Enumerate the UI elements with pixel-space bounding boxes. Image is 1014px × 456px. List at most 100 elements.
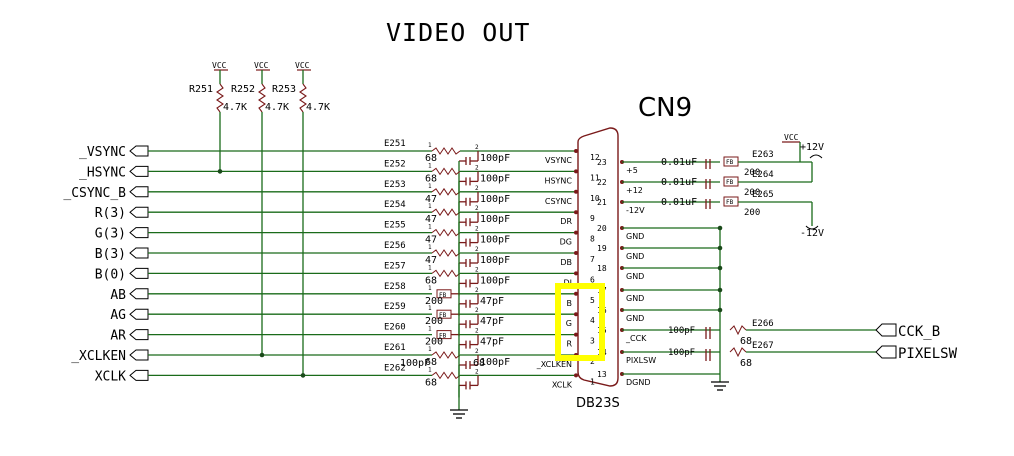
pin-num: 2 bbox=[475, 348, 479, 355]
xclken-extra: 68 bbox=[473, 358, 485, 369]
pin-num: 1 bbox=[428, 285, 432, 292]
pin-dot bbox=[574, 251, 578, 255]
series-resistor bbox=[729, 347, 747, 358]
pullup-value-2: 4.7K bbox=[306, 102, 330, 113]
right-pin-label-5: GND bbox=[626, 272, 644, 281]
net-port bbox=[129, 165, 149, 177]
cap-value-7: 47pF bbox=[480, 296, 504, 307]
right-pin-number-0: 23 bbox=[597, 158, 607, 167]
right-pin-number-1: 22 bbox=[597, 178, 607, 187]
pin-dot bbox=[574, 149, 578, 153]
pin-number-8: 4 bbox=[590, 316, 595, 325]
pf-value-1: 200 bbox=[744, 188, 760, 198]
out-net-1: PIXELSW bbox=[898, 346, 958, 362]
cap-value-8: 47pF bbox=[480, 316, 504, 327]
right-pin-label-7: GND bbox=[626, 314, 644, 323]
connector-label-9: R bbox=[566, 340, 572, 349]
junction-dot bbox=[217, 169, 223, 174]
highlight-box bbox=[555, 283, 605, 361]
pf-ref-2: E265 bbox=[752, 190, 774, 200]
out-net-0: CCK_B bbox=[898, 324, 940, 340]
series-resistor bbox=[431, 371, 461, 380]
pin-dot bbox=[574, 271, 578, 276]
net-label-9: AR bbox=[110, 329, 126, 344]
fb-label-8: FB bbox=[439, 312, 447, 319]
filter-ref-10: E261 bbox=[384, 343, 406, 353]
right-pin-number-4: 19 bbox=[597, 244, 607, 253]
pin-num: 1 bbox=[428, 203, 432, 210]
pin-num: 1 bbox=[428, 162, 432, 169]
fb-label-9: FB bbox=[439, 333, 447, 340]
pf-cap-1: 0.01uF bbox=[661, 177, 697, 188]
pin-num: 1 bbox=[428, 142, 432, 149]
right-pin-label-6: GND bbox=[626, 294, 644, 303]
pin-number-9: 3 bbox=[590, 337, 595, 346]
right-pin-number-10: 13 bbox=[597, 370, 607, 379]
pin-num: 1 bbox=[428, 326, 432, 333]
connector-label-11: XCLK bbox=[552, 380, 573, 389]
series-resistor bbox=[431, 208, 461, 217]
pin-num: 2 bbox=[475, 164, 479, 171]
connector-body bbox=[577, 127, 619, 387]
series-resistor bbox=[431, 269, 461, 278]
pullup-resistor bbox=[299, 83, 307, 113]
right-pin-label-4: GND bbox=[626, 252, 644, 261]
pin-dot bbox=[574, 169, 578, 174]
net-port bbox=[129, 349, 149, 361]
pin-dot bbox=[574, 230, 578, 235]
cap-value-9: 47pF bbox=[480, 337, 504, 348]
net-label-8: AG bbox=[110, 308, 126, 323]
right-pin-label-10: DGND bbox=[626, 378, 651, 387]
right-pin-label-1: +12 bbox=[626, 186, 643, 195]
pin-num: 1 bbox=[428, 183, 432, 190]
net-label-11: XCLK bbox=[95, 369, 126, 384]
pin-num: 2 bbox=[475, 226, 479, 233]
net-port bbox=[129, 329, 149, 341]
series-value-7: 200 bbox=[425, 296, 443, 307]
pin-number-11: 1 bbox=[590, 377, 595, 386]
pin-dot bbox=[574, 332, 578, 337]
cap-value-3: 100pF bbox=[480, 214, 510, 225]
pin-number-6: 6 bbox=[590, 275, 595, 284]
cap-value-10: 100pF bbox=[480, 357, 510, 368]
vcc-label-2: VCC bbox=[295, 61, 310, 70]
series-value-9: 200 bbox=[425, 337, 443, 348]
series-value-10: 68 bbox=[425, 357, 437, 368]
net-label-6: B(0) bbox=[95, 267, 126, 282]
pin-dot bbox=[574, 373, 578, 378]
pin-num: 2 bbox=[475, 205, 479, 212]
junction-dot bbox=[717, 307, 723, 313]
series-value-1: 68 bbox=[425, 173, 437, 184]
pf-fb-2: FB bbox=[726, 199, 734, 206]
vcc-label-1: VCC bbox=[254, 61, 269, 70]
pin-num: 1 bbox=[428, 224, 432, 231]
right-pin-label-2: -12V bbox=[626, 206, 645, 215]
right-pin-label-0: +5 bbox=[626, 166, 638, 175]
right-pin-label-9: PIXLSW bbox=[626, 356, 656, 365]
net-port bbox=[129, 186, 149, 198]
connector-label-7: B bbox=[567, 299, 573, 308]
filter-ref-9: E260 bbox=[384, 323, 406, 333]
pullup-value-0: 4.7K bbox=[223, 102, 247, 113]
pin-number-7: 5 bbox=[590, 296, 595, 305]
pullup-resistor bbox=[258, 83, 266, 113]
pf-value-2: 200 bbox=[744, 208, 760, 218]
junction-dot bbox=[717, 225, 723, 231]
pin-num: 1 bbox=[428, 264, 432, 271]
vcc-label-0: VCC bbox=[212, 61, 227, 70]
filter-ref-2: E253 bbox=[384, 180, 406, 190]
net-port bbox=[129, 288, 149, 300]
pullup-ref-1: R252 bbox=[231, 84, 255, 95]
out-res-1: 68 bbox=[740, 358, 752, 369]
series-value-2: 47 bbox=[425, 194, 437, 205]
series-value-8: 200 bbox=[425, 316, 443, 327]
connector-label-1: HSYNC bbox=[544, 176, 572, 185]
cap-value-6: 100pF bbox=[480, 275, 510, 286]
junction-dot bbox=[300, 373, 306, 378]
pf-fb-0: FB bbox=[726, 159, 734, 166]
series-resistor bbox=[431, 187, 461, 196]
pin-number-10: 2 bbox=[590, 357, 595, 366]
out-cap-1: 100pF bbox=[668, 348, 695, 358]
filter-ref-5: E256 bbox=[384, 241, 406, 251]
